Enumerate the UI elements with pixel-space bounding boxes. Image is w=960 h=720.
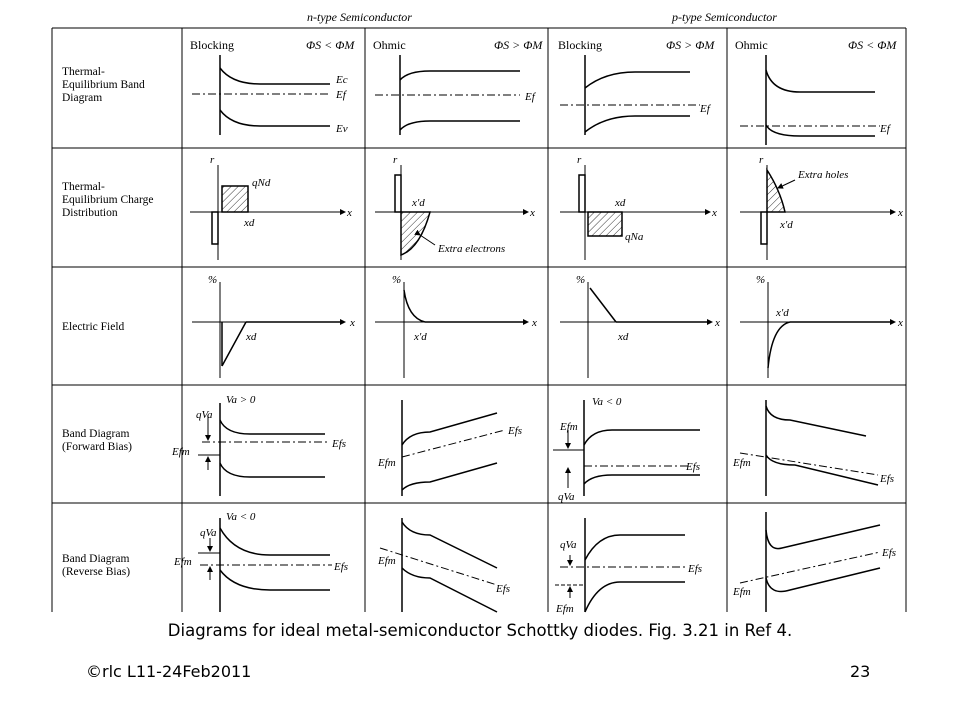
- row3-col3-field: [560, 282, 713, 378]
- row3-col1-field: [192, 282, 346, 378]
- label-xpd-3: x′d: [413, 331, 427, 343]
- label-ec: Ec: [335, 74, 348, 86]
- label-va-neg-1: Va < 0: [592, 396, 622, 408]
- row4-col3-forward: [553, 400, 700, 496]
- row1-col1-band-diagram: [192, 55, 330, 135]
- label-rho-2: r: [393, 154, 398, 166]
- label-x-1: x: [346, 207, 352, 219]
- label-rho-3: r: [577, 154, 582, 166]
- label-x-6: x: [531, 317, 537, 329]
- slide-number: 23: [850, 662, 871, 681]
- col4-type: Ohmic: [735, 38, 768, 52]
- row5-col4-reverse: [739, 512, 881, 612]
- label-ef-2: Ef: [524, 91, 537, 103]
- label-efm-8: Efm: [732, 586, 751, 598]
- row5-col3-reverse: [555, 518, 685, 613]
- label-efs-4: Efs: [879, 473, 894, 485]
- row4-col4-forward: [739, 400, 879, 496]
- label-xd-4: xd: [617, 331, 629, 343]
- row-label-band-diagram: Thermal- Equilibrium Band Diagram: [62, 66, 145, 104]
- row5-col2-reverse: [379, 518, 498, 613]
- col1-type: Blocking: [190, 38, 234, 52]
- label-rho-4: r: [759, 154, 764, 166]
- label-x-3: x: [711, 207, 717, 219]
- label-efm-1: Efm: [171, 446, 190, 458]
- label-qva-4: qVa: [560, 539, 577, 551]
- label-ef-4: Ef: [879, 123, 892, 135]
- label-ev: Ev: [335, 123, 348, 135]
- label-x-2: x: [529, 207, 535, 219]
- row-label-reverse-bias: Band Diagram (Reverse Bias): [62, 553, 131, 578]
- label-qna: qNa: [625, 231, 644, 243]
- label-xpd-1: x′d: [411, 197, 425, 209]
- label-va-pos-1: Va > 0: [226, 394, 256, 406]
- col4-condition: ΦS < ΦM: [848, 38, 897, 52]
- row3-col2-field: [375, 282, 529, 378]
- label-x-8: x: [897, 317, 903, 329]
- label-xd-2: xd: [614, 197, 626, 209]
- label-field-4: %: [756, 274, 765, 286]
- label-efs-8: Efs: [881, 547, 896, 559]
- row1-col3-band-diagram: [560, 55, 700, 135]
- label-rho-1: r: [210, 154, 215, 166]
- row3-col4-field: [740, 282, 896, 378]
- label-efm-7: Efm: [555, 603, 574, 615]
- col3-type: Blocking: [558, 38, 602, 52]
- label-qva-3: qVa: [200, 527, 217, 539]
- label-qva-2: qVa: [558, 491, 575, 503]
- row-label-charge-distribution: Thermal- Equilibrium Charge Distribution: [62, 181, 154, 219]
- col3-condition: ΦS > ΦM: [666, 38, 715, 52]
- footer-copyright: ©rlc L11-24Feb2011: [86, 662, 252, 681]
- row4-col1-forward: [198, 403, 330, 496]
- col1-condition: ΦS < ΦM: [306, 38, 355, 52]
- label-field-2: %: [392, 274, 401, 286]
- row-label-electric-field: Electric Field: [62, 321, 125, 333]
- label-extra-electrons: Extra electrons: [437, 243, 505, 255]
- label-efm-2: Efm: [377, 457, 396, 469]
- label-field-1: %: [208, 274, 217, 286]
- label-efm-4: Efm: [732, 457, 751, 469]
- row2-col2-charge: [375, 165, 529, 260]
- label-xd-3: xd: [245, 331, 257, 343]
- col2-condition: ΦS > ΦM: [494, 38, 543, 52]
- label-xpd-4: x′d: [775, 307, 789, 319]
- label-efm-6: Efm: [377, 555, 396, 567]
- row2-col3-charge: [560, 165, 711, 260]
- row4-col2-forward: [401, 400, 506, 496]
- label-extra-holes: Extra holes: [797, 169, 848, 181]
- label-efs-3: Efs: [685, 461, 700, 473]
- label-efs-1: Efs: [331, 438, 346, 450]
- table-grid: [51, 27, 907, 612]
- label-x-5: x: [349, 317, 355, 329]
- label-efs-7: Efs: [687, 563, 702, 575]
- label-va-neg-2: Va < 0: [226, 511, 256, 523]
- label-efs-5: Efs: [333, 561, 348, 573]
- header-p-type: p-type Semiconductor: [672, 10, 777, 24]
- label-field-3: %: [576, 274, 585, 286]
- label-efs-6: Efs: [495, 583, 510, 595]
- schottky-diagram-figure: Ec Ef Ev Ef Ef Ef r qNd xd x r x′d: [51, 27, 907, 615]
- row1-col4-band-diagram: [740, 55, 880, 145]
- label-efm-5: Efm: [173, 556, 192, 568]
- row1-col2-band-diagram: [375, 55, 520, 135]
- figure-caption: Diagrams for ideal metal-semiconductor S…: [167, 621, 793, 640]
- label-ef-3: Ef: [699, 103, 712, 115]
- label-x-4: x: [897, 207, 903, 219]
- label-ef-1: Ef: [335, 89, 348, 101]
- header-n-type: n-type Semiconductor: [307, 10, 412, 24]
- label-efs-2: Efs: [507, 425, 522, 437]
- label-efm-3: Efm: [559, 421, 578, 433]
- label-qva-1: qVa: [196, 409, 213, 421]
- col2-type: Ohmic: [373, 38, 406, 52]
- row2-col1-charge: [190, 165, 346, 260]
- label-qnd: qNd: [252, 177, 271, 189]
- row2-col4-charge: [740, 165, 896, 260]
- row5-col1-reverse: [198, 518, 332, 612]
- row-label-forward-bias: Band Diagram (Forward Bias): [62, 428, 132, 453]
- label-xd-1: xd: [243, 217, 255, 229]
- label-xpd-2: x′d: [779, 219, 793, 231]
- label-x-7: x: [714, 317, 720, 329]
